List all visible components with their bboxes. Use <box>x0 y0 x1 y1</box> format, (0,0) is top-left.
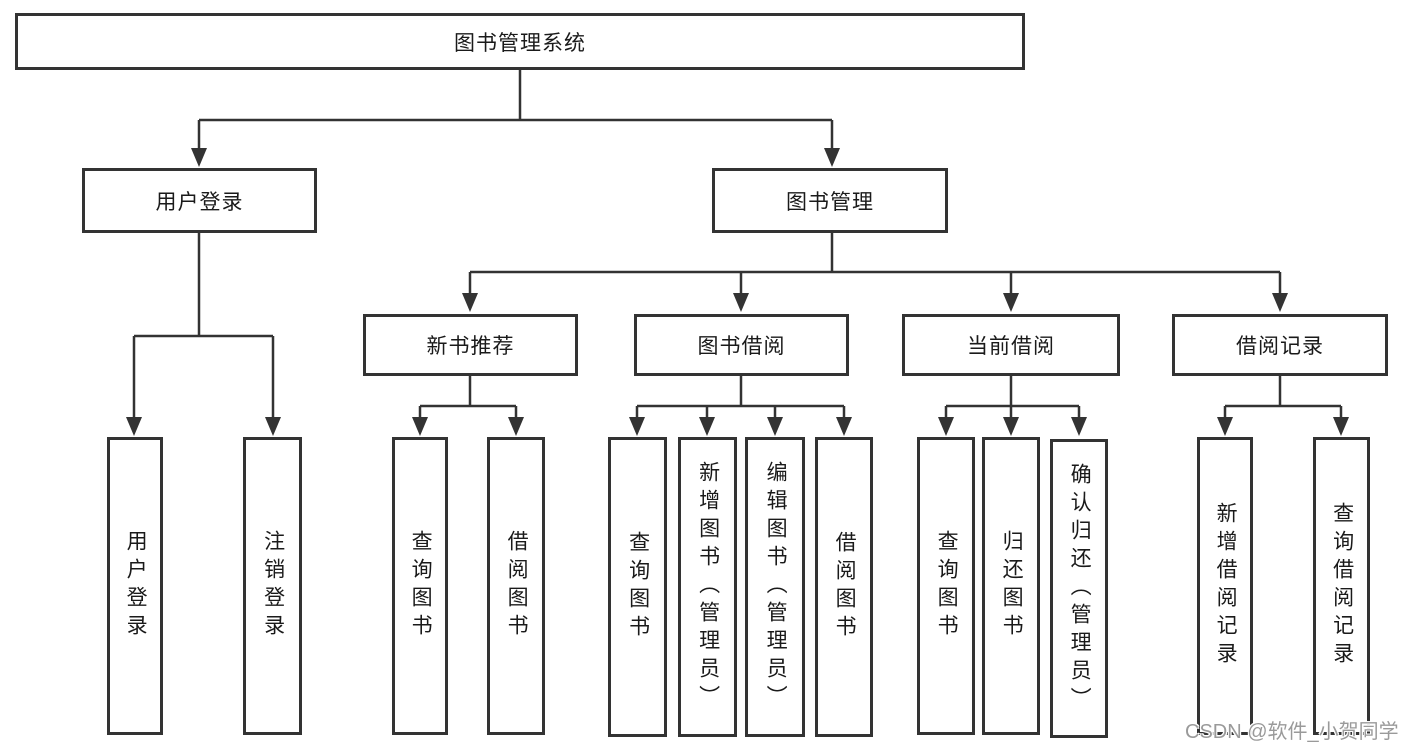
node-label: 新书推荐 <box>426 335 515 358</box>
node-label: 图书借阅 <box>697 335 786 358</box>
node-label: 注销登录 <box>261 530 285 642</box>
node-current-borrow: 当前借阅 <box>902 314 1120 376</box>
node-new-book-recommend: 新书推荐 <box>363 314 578 376</box>
leaf-add-book-admin: 新增图书（管理员） <box>678 437 737 737</box>
leaf-query-books-borrow: 查询图书 <box>608 437 667 737</box>
node-book-management: 图书管理 <box>712 168 948 233</box>
leaf-query-books-recommend: 查询图书 <box>392 437 448 735</box>
node-label: 用户登录 <box>124 530 148 642</box>
node-library-management-system: 图书管理系统 <box>15 13 1025 70</box>
leaf-edit-book-admin: 编辑图书（管理员） <box>745 437 805 737</box>
node-label: 用户登录 <box>155 190 244 214</box>
leaf-logout: 注销登录 <box>243 437 302 735</box>
node-label: 新增图书（管理员） <box>696 461 720 713</box>
node-label: 归还图书 <box>1000 530 1024 642</box>
node-user-login-branch: 用户登录 <box>82 168 317 233</box>
node-label: 查询借阅记录 <box>1330 502 1354 670</box>
connector-root-to-level2 <box>191 70 840 167</box>
node-label: 图书管理 <box>786 190 874 214</box>
leaf-query-books-current: 查询图书 <box>917 437 975 735</box>
leaf-query-borrow-record: 查询借阅记录 <box>1313 437 1370 735</box>
node-label: 借阅记录 <box>1236 335 1324 358</box>
connector-book-management-children <box>462 233 1288 312</box>
leaf-user-login: 用户登录 <box>107 437 163 735</box>
node-label: 新增借阅记录 <box>1214 502 1238 670</box>
leaf-add-borrow-record: 新增借阅记录 <box>1197 437 1253 735</box>
connector-current-borrow-children <box>938 376 1087 436</box>
connector-new-book-recommend-children <box>412 376 524 436</box>
node-label: 确认归还（管理员） <box>1068 462 1092 715</box>
node-label: 图书管理系统 <box>454 31 586 55</box>
connector-user-login-children <box>126 233 281 436</box>
leaf-borrow-books: 借阅图书 <box>815 437 873 737</box>
leaf-borrow-books-recommend: 借阅图书 <box>487 437 545 735</box>
node-label: 编辑图书（管理员） <box>764 461 788 713</box>
node-borrow-record: 借阅记录 <box>1172 314 1388 376</box>
node-label: 借阅图书 <box>505 530 529 642</box>
csdn-watermark: CSDN @软件_小贺同学 <box>1185 721 1399 743</box>
connector-book-borrow-children <box>629 376 852 436</box>
node-book-borrow: 图书借阅 <box>634 314 849 376</box>
leaf-confirm-return-admin: 确认归还（管理员） <box>1050 439 1108 738</box>
node-label: 查询图书 <box>626 531 650 643</box>
leaf-return-books: 归还图书 <box>982 437 1040 735</box>
node-label: 查询图书 <box>935 530 959 642</box>
connector-borrow-record-children <box>1217 376 1349 436</box>
node-label: 查询图书 <box>409 530 433 642</box>
node-label: 当前借阅 <box>967 335 1055 358</box>
node-label: 借阅图书 <box>833 531 857 643</box>
